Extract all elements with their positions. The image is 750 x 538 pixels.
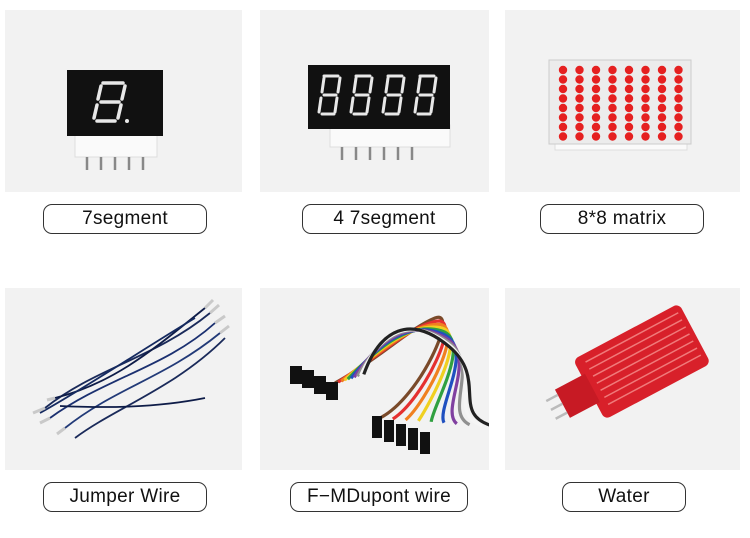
product-photo-water-sensor [505,288,740,470]
matrix-led-dot [641,132,650,141]
matrix-led-dot [624,113,634,122]
matrix-led-dot [608,113,617,122]
matrix-led-dot [641,65,650,75]
matrix-led-dot [674,122,683,132]
product-photo-dupont-wire [260,288,489,470]
matrix-led-dot [674,132,683,141]
label-text: 4 7segment [333,208,436,229]
matrix-led-dot [674,65,683,75]
label-seven-segment: 7segment [43,204,207,234]
matrix-led-dot [608,94,617,103]
label-text: 7segment [82,208,168,229]
ribbon-wire [362,327,489,427]
matrix-led-dot [575,122,584,132]
label-text: 8*8 matrix [577,208,667,229]
matrix-led-dot [558,122,568,132]
matrix-led-dot [657,113,667,122]
label-water-sensor: Water [562,482,686,512]
matrix-led-dot [591,122,601,132]
matrix-led-dot [657,84,667,94]
matrix-led-dot [591,75,601,84]
product-photo-led-matrix [505,10,740,192]
matrix-led-dot [575,75,584,84]
product-photo-four-digit [260,10,489,192]
matrix-led-dot [575,113,584,122]
matrix-led-dot [558,65,568,75]
matrix-led-dot [657,75,667,84]
matrix-led-dot [591,113,601,122]
matrix-led-dot [641,84,650,94]
product-photo-seven-segment [5,10,242,192]
matrix-led-dot [591,84,601,94]
led-matrix-8x8-icon [548,59,692,151]
matrix-led-dot [624,75,634,84]
matrix-led-dot [641,75,650,84]
matrix-led-dot [608,75,617,84]
matrix-led-dot [674,103,683,113]
matrix-led-dot [558,113,568,122]
label-text: Water [598,486,650,507]
matrix-led-dot [641,94,650,103]
label-four-digit: 4 7segment [302,204,467,234]
matrix-led-dot [624,94,634,103]
matrix-led-dot [624,103,634,113]
matrix-led-dot [608,65,617,75]
matrix-led-dot [591,94,601,103]
matrix-led-dot [674,94,683,103]
matrix-led-dot [591,103,601,113]
matrix-led-dot [558,132,568,141]
matrix-led-dot [624,132,634,141]
matrix-led-dot [657,103,667,113]
matrix-led-dot [641,103,650,113]
label-led-matrix: 8*8 matrix [540,204,704,234]
dupont-ribbon-cable-icon [290,315,489,454]
matrix-led-dot [657,132,667,141]
label-jumper-wire: Jumper Wire [43,482,207,512]
four-digit-seven-segment-display-icon [308,65,451,160]
matrix-led-dot [608,122,617,132]
matrix-led-dot [608,103,617,113]
matrix-led-dot [674,113,683,122]
matrix-led-dot [558,84,568,94]
jumper-wires-icon [32,298,230,439]
seven-segment-display-icon [67,70,163,170]
matrix-led-dot [657,65,667,75]
matrix-led-dot [657,94,667,103]
matrix-led-dot [591,65,601,75]
matrix-led-dot [575,65,584,75]
matrix-led-dot [558,103,568,113]
matrix-led-dot [575,84,584,94]
matrix-led-dot [624,84,634,94]
matrix-led-dot [575,94,584,103]
water-level-sensor-icon [545,305,709,420]
matrix-led-dot [641,113,650,122]
matrix-led-dot [558,75,568,84]
label-text: F−MDupont wire [306,486,452,507]
matrix-led-dot [674,75,683,84]
matrix-led-dot [674,84,683,94]
matrix-led-dot [575,132,584,141]
matrix-led-dot [558,94,568,103]
matrix-led-dot [641,122,650,132]
product-photo-jumper-wire [5,288,242,470]
matrix-led-dot [657,122,667,132]
matrix-led-dot [575,103,584,113]
matrix-led-dot [608,132,617,141]
matrix-led-dot [591,132,601,141]
matrix-led-dot [624,122,634,132]
matrix-led-dot [624,65,634,75]
matrix-led-dot [608,84,617,94]
label-text: Jumper Wire [69,486,181,507]
label-dupont-wire: F−MDupont wire [290,482,468,512]
